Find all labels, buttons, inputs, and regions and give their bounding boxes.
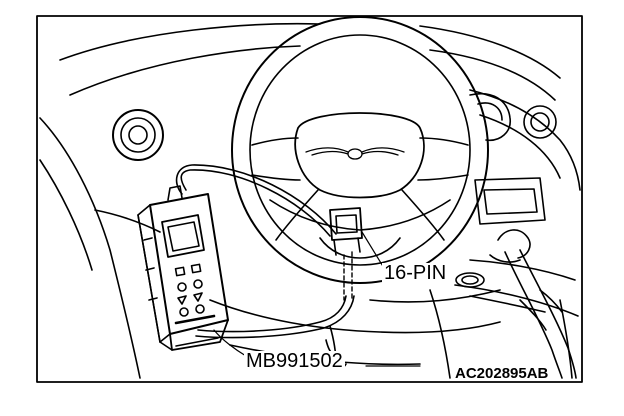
dashboard xyxy=(39,22,581,379)
winged-emblem-icon xyxy=(305,147,405,160)
steering-wheel-icon xyxy=(231,16,489,284)
figure-code-label: AC202895AB xyxy=(454,365,550,382)
16-pin-diagnostic-connector-icon xyxy=(329,207,363,301)
left-air-vent-icon xyxy=(112,109,164,161)
right-air-vent-icon xyxy=(469,93,557,142)
tool-leader-line xyxy=(213,329,247,357)
tool-label: MB991502 xyxy=(244,350,345,372)
connector-leader-line xyxy=(361,231,385,269)
diagnostic-cable xyxy=(175,164,355,368)
connector-label: 16-PIN xyxy=(382,262,449,284)
figure-frame xyxy=(36,15,583,383)
handheld-scan-tool-icon xyxy=(137,185,229,351)
gear-shifter-icon xyxy=(489,229,577,379)
